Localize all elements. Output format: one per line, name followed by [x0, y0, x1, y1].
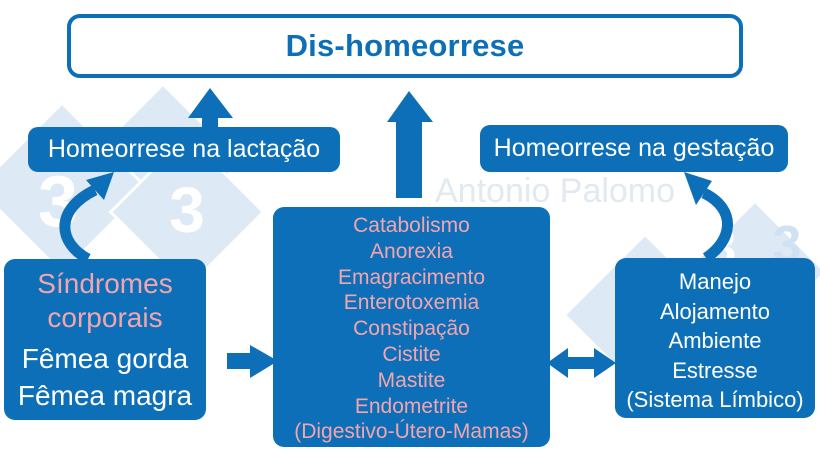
disorder-item: Catabolismo — [353, 214, 470, 237]
syndromes-title-line: Síndromes — [37, 268, 173, 299]
disorder-item: Constipação — [353, 317, 470, 341]
curved-arrow-left-icon — [59, 185, 98, 264]
disorder-item: Enterotoxemia — [343, 291, 480, 315]
dishomeorrese-label: Dis-homeorrese — [285, 28, 525, 63]
syndromes-box: Síndromes corporais Fêmea gorda Fêmea ma… — [4, 259, 206, 420]
curved-arrow-left-head-icon — [86, 172, 114, 200]
disorder-item: Mastite — [377, 368, 446, 392]
homeorrese-lactacao-label: Homeorrese na lactação — [47, 135, 321, 163]
arrow-up-lactacao-icon — [188, 88, 233, 127]
arrow-right-syndromes-icon — [227, 345, 278, 378]
watermark-author: Antonio Palomo — [435, 172, 675, 210]
environment-item: Alojamento — [659, 298, 771, 324]
arrow-up-disorders-icon — [387, 91, 433, 198]
disorder-item: Anorexia — [370, 239, 453, 263]
environment-item: Estresse — [672, 357, 758, 383]
environment-box: Manejo Alojamento Ambiente Estresse (Sis… — [615, 258, 815, 418]
disorders-box: Catabolismo Anorexia Emagracimento Enter… — [273, 207, 550, 447]
environment-item: Ambiente — [668, 328, 762, 353]
syndrome-item: Fêmea gorda — [21, 343, 189, 374]
homeorrese-lactacao-box: Homeorrese na lactação — [28, 127, 340, 172]
disorder-item: Emagracimento — [337, 265, 486, 289]
curved-arrow-right-head-icon — [684, 172, 712, 205]
dishomeorrese-box: Dis-homeorrese — [67, 14, 743, 78]
watermark-diamond — [108, 133, 266, 291]
disorder-item: Cistite — [382, 342, 441, 366]
environment-item: (Sistema Límbico) — [626, 387, 804, 412]
arrow-double-environment-icon — [547, 348, 616, 378]
disorder-item: Endometrite — [354, 394, 469, 418]
homeorrese-gestacao-label: Homeorrese na gestação — [493, 134, 775, 162]
curved-arrow-right-icon — [701, 188, 733, 263]
homeorrese-gestacao-box: Homeorrese na gestação — [480, 125, 788, 172]
syndromes-title-line: corporais — [47, 302, 163, 333]
disorder-item: (Digestivo-Útero-Mamas) — [294, 420, 529, 444]
environment-item: Manejo — [678, 269, 752, 294]
syndrome-item: Fêmea magra — [17, 380, 193, 411]
watermark-logo-3: 3 — [169, 174, 205, 246]
